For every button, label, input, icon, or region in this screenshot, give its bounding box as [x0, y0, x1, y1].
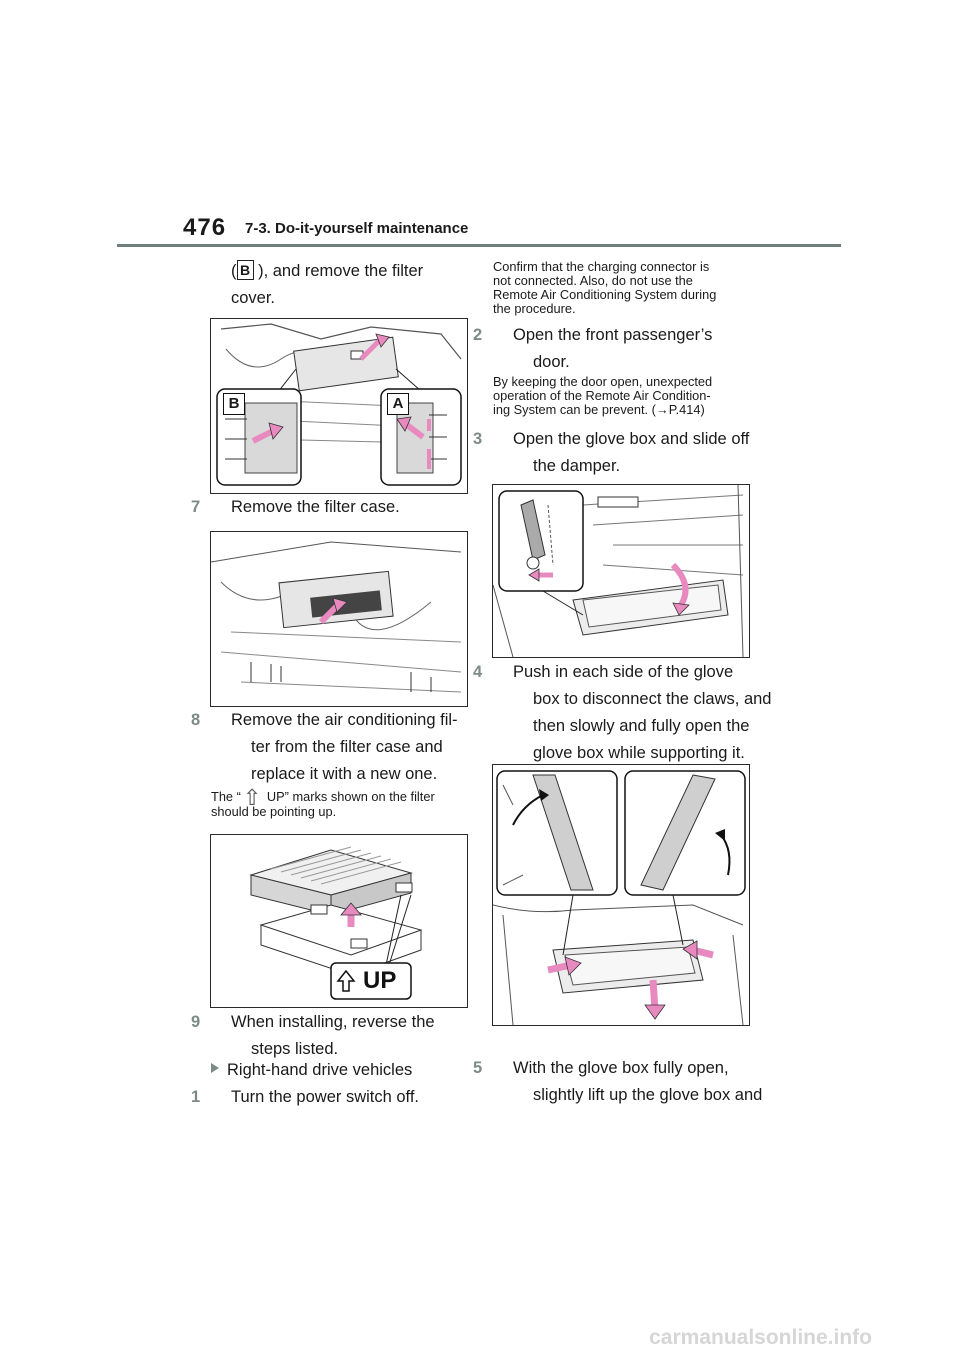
note-up-marks: The “⇧ UP” marks shown on the filter sho…	[211, 785, 435, 819]
glove-box-damper-illustration	[493, 485, 749, 657]
header-rule	[117, 244, 841, 247]
page-number: 476	[183, 214, 227, 241]
filter-case-illustration	[211, 532, 467, 706]
label-b-box: B	[236, 260, 254, 280]
figure-glove-box-open	[492, 764, 750, 1026]
rhd-heading: Right-hand drive vehicles	[211, 1057, 471, 1084]
filter-up-illustration	[211, 835, 467, 1007]
filter-cover-illustration	[211, 319, 467, 493]
note-charging-connector: Confirm that the charging connector is n…	[493, 259, 717, 316]
glove-box-open-illustration	[493, 765, 749, 1025]
callout-a-label: A	[387, 393, 409, 415]
continued-text: (B ), and remove the filter cover.	[231, 260, 424, 307]
page-reference-link[interactable]: P.414)	[668, 402, 705, 417]
figure-filter-up: UP	[210, 834, 468, 1008]
note-door-open: By keeping the door open, unexpected ope…	[493, 374, 713, 417]
up-arrow-icon: ⇧	[242, 785, 262, 810]
figure-glove-box-damper	[492, 484, 750, 658]
figure-filter-cover: B A	[210, 318, 468, 494]
section-title: 7-3. Do-it-yourself maintenance	[245, 220, 469, 237]
callout-b-label: B	[223, 393, 245, 415]
up-label: UP	[363, 967, 397, 994]
figure-filter-case	[210, 531, 468, 707]
watermark: carmanualsonline.info	[649, 1326, 872, 1349]
triangle-bullet-icon	[211, 1063, 219, 1073]
reference-arrow-icon: →	[655, 402, 669, 417]
